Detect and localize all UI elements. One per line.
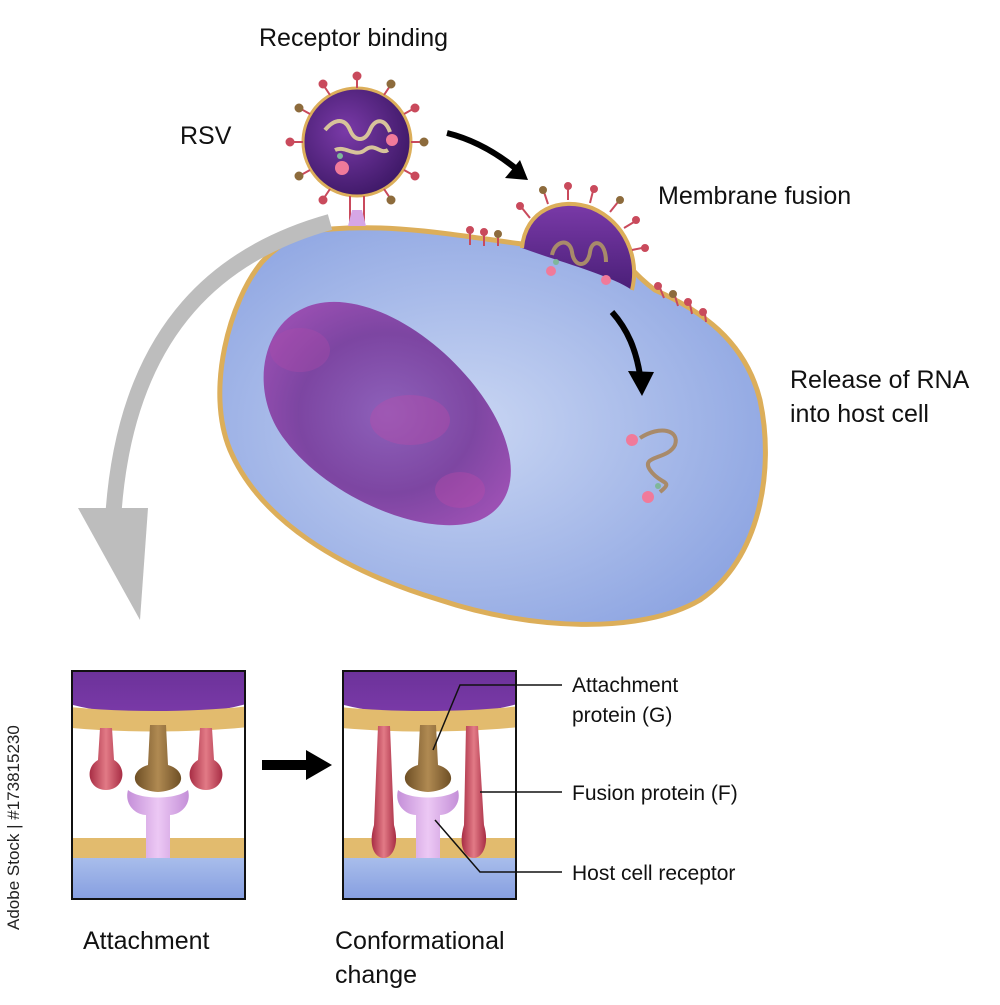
rna-fusing	[546, 240, 611, 285]
stock-credit: Adobe Stock | #173815230	[4, 725, 23, 930]
attachment-caption: Attachment	[83, 927, 210, 955]
membrane-spikes	[466, 226, 707, 323]
fused-virus	[520, 201, 637, 291]
release-rna-label-line1: Release of RNA	[790, 366, 970, 394]
conformational-caption-line2: change	[335, 961, 418, 989]
arrow-to-fusion	[446, 130, 522, 175]
rsv-virion	[285, 71, 429, 226]
attachment-protein-label-line1: Attachment	[572, 674, 679, 697]
attachment-protein-label-line2: protein (G)	[572, 704, 673, 727]
conformational-panel	[342, 670, 517, 900]
release-rna-label-line2: into host cell	[790, 400, 929, 428]
conformational-caption-line1: Conformational	[335, 927, 505, 955]
arrow-between-panels	[262, 750, 332, 780]
released-rna	[626, 428, 678, 503]
attachment-panel	[71, 670, 246, 900]
leader-lines	[432, 684, 562, 873]
fusion-protein-label: Fusion protein (F)	[572, 782, 738, 805]
nucleus	[263, 301, 511, 526]
fused-virus-spikes	[516, 182, 649, 252]
host-cell-receptor-label: Host cell receptor	[572, 862, 736, 885]
arrow-to-release	[609, 310, 643, 376]
rsv-label: RSV	[180, 122, 232, 150]
receptor-binding-label: Receptor binding	[259, 24, 449, 52]
gray-zoom-arrow	[105, 214, 333, 521]
membrane-fusion-label: Membrane fusion	[658, 182, 852, 210]
